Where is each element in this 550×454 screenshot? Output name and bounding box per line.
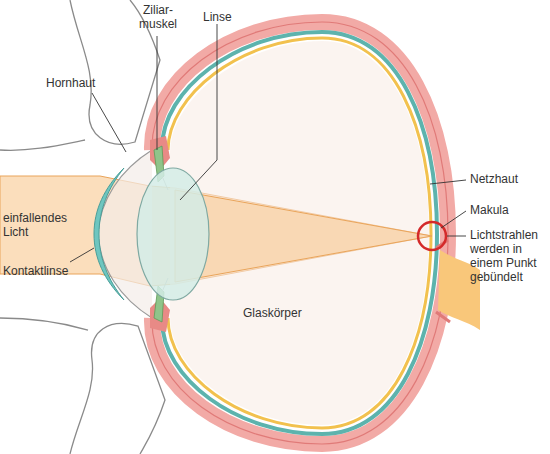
- face-outline: [0, 140, 85, 150]
- part-label: Makula: [470, 203, 545, 217]
- part-label: Hornhaut: [46, 76, 116, 90]
- contact-lens: [94, 168, 124, 300]
- leader-lines: [70, 24, 466, 262]
- macula-marker: [418, 222, 446, 250]
- leader-line: [157, 36, 158, 150]
- optic-nerve-edge: [436, 240, 450, 322]
- lens: [137, 168, 209, 300]
- leader-line: [441, 211, 466, 228]
- leader-line: [92, 93, 126, 152]
- part-label: Kontaktlinse: [3, 264, 83, 278]
- light-cone: [175, 190, 432, 282]
- part-label: Linse: [203, 10, 243, 24]
- leader-line: [430, 180, 466, 184]
- part-label: Glaskörper: [243, 306, 333, 320]
- part-label: einfallendes Licht: [3, 211, 83, 239]
- lower-eyelid: [70, 324, 165, 454]
- leader-line: [70, 248, 94, 262]
- part-label: Netzhaut: [470, 172, 545, 186]
- face-outline: [0, 318, 88, 330]
- leader-line: [180, 24, 217, 200]
- leader-line: [447, 236, 466, 237]
- part-label: Ziliar- muskel: [133, 3, 183, 31]
- part-label: Lichtstrahlen werden in einem Punkt gebü…: [470, 228, 548, 284]
